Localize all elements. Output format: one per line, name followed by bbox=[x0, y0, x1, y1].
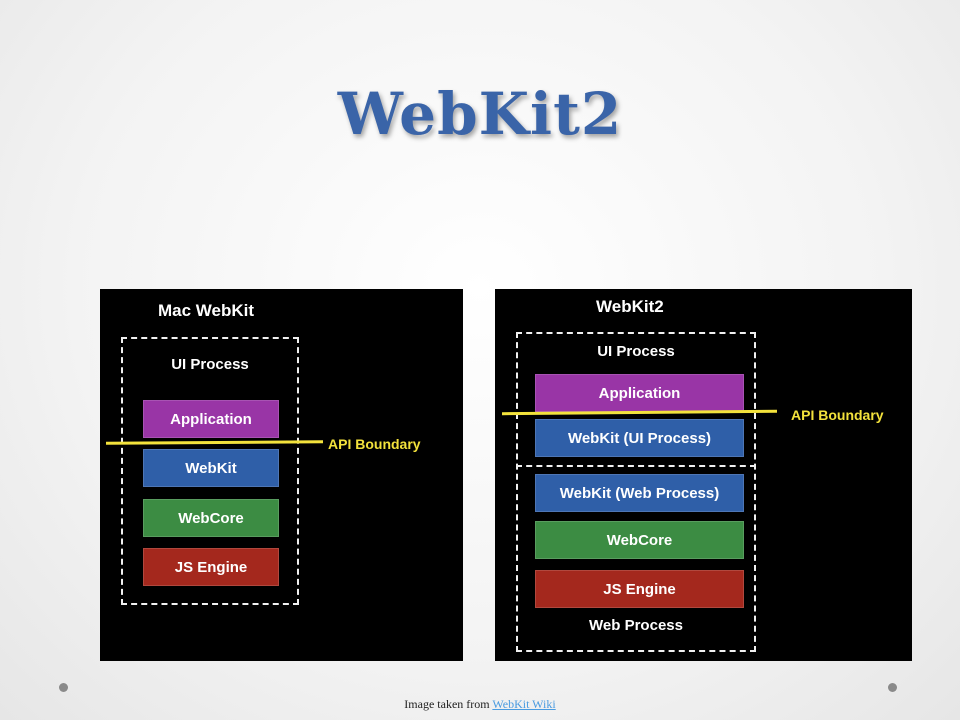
image-credit: Image taken from WebKit Wiki bbox=[0, 697, 960, 712]
layer-webkit-ui-process: WebKit (UI Process) bbox=[535, 419, 744, 457]
ui-process-label: UI Process bbox=[597, 343, 675, 360]
layer-webkit-web-process: WebKit (Web Process) bbox=[535, 474, 744, 512]
mac-webkit-diagram: Mac WebKit UI Process Application WebKit… bbox=[100, 289, 463, 661]
slide-nav-dot-left bbox=[59, 683, 68, 692]
slide-nav-dot-right bbox=[888, 683, 897, 692]
diagram-heading: WebKit2 bbox=[596, 297, 664, 316]
ui-process-label: UI Process bbox=[171, 356, 249, 373]
webkit2-diagram: WebKit2 UI Process Application WebKit (U… bbox=[495, 289, 912, 661]
webkit-wiki-link[interactable]: WebKit Wiki bbox=[492, 697, 556, 711]
layer-js-engine: JS Engine bbox=[535, 570, 744, 608]
diagram-heading: Mac WebKit bbox=[158, 301, 255, 320]
layer-webkit: WebKit bbox=[143, 449, 279, 487]
web-process-label: Web Process bbox=[589, 617, 683, 634]
process-divider bbox=[516, 465, 756, 467]
api-boundary-label: API Boundary bbox=[791, 407, 884, 423]
credit-prefix: Image taken from bbox=[404, 697, 493, 711]
layer-application: Application bbox=[535, 374, 744, 412]
slide-title: WebKit2 bbox=[337, 80, 623, 148]
ui-process-boundary bbox=[121, 337, 299, 605]
process-boundary bbox=[516, 332, 756, 652]
api-boundary-label: API Boundary bbox=[328, 436, 421, 452]
layer-webcore: WebCore bbox=[535, 521, 744, 559]
layer-application: Application bbox=[143, 400, 279, 438]
layer-webcore: WebCore bbox=[143, 499, 279, 537]
layer-js-engine: JS Engine bbox=[143, 548, 279, 586]
